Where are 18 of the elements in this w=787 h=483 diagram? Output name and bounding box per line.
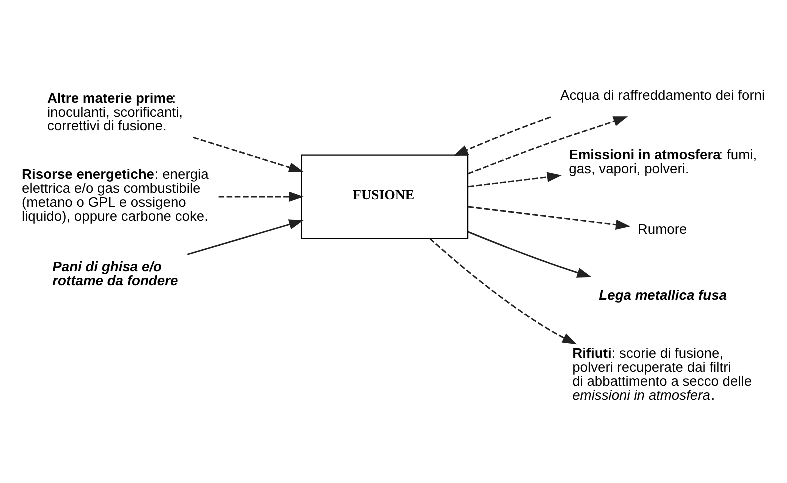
- node-text: Rifiuti: scorie di fusione, polveri recuperate dai filtri di abbattimento a secco delle emissioni in atmosfera.: [572, 344, 752, 402]
- arrow: [468, 116, 628, 174]
- arrow: [468, 206, 631, 230]
- node-text: Acqua di raffreddamento dei forni: [560, 86, 766, 102]
- node-text: Rumore: [638, 220, 688, 237]
- arrow: [429, 238, 578, 344]
- arrow: [187, 219, 304, 255]
- arrow: [468, 172, 562, 188]
- node-text: Pani di ghisa e/o rottame da fondere: [52, 258, 178, 288]
- arrow: [218, 191, 304, 202]
- arrow: [454, 116, 552, 156]
- arrow: [193, 136, 304, 172]
- node-box: FUSIONE: [301, 154, 469, 239]
- arrow: [468, 230, 592, 278]
- node-text: Risorse energetiche: energia elettrica e/o gas combustibile (metano o GPL e ossigeno liquido), oppure carbone coke.: [22, 166, 209, 224]
- node-text: Altre materie prime: inoculanti, scorificanti, correttivi di fusione.: [47, 89, 184, 134]
- node-text: Emissioni in atmosfera: fumi, gas, vapori, polveri.: [569, 146, 758, 176]
- node-text: Lega metallica fusa: [599, 286, 728, 302]
